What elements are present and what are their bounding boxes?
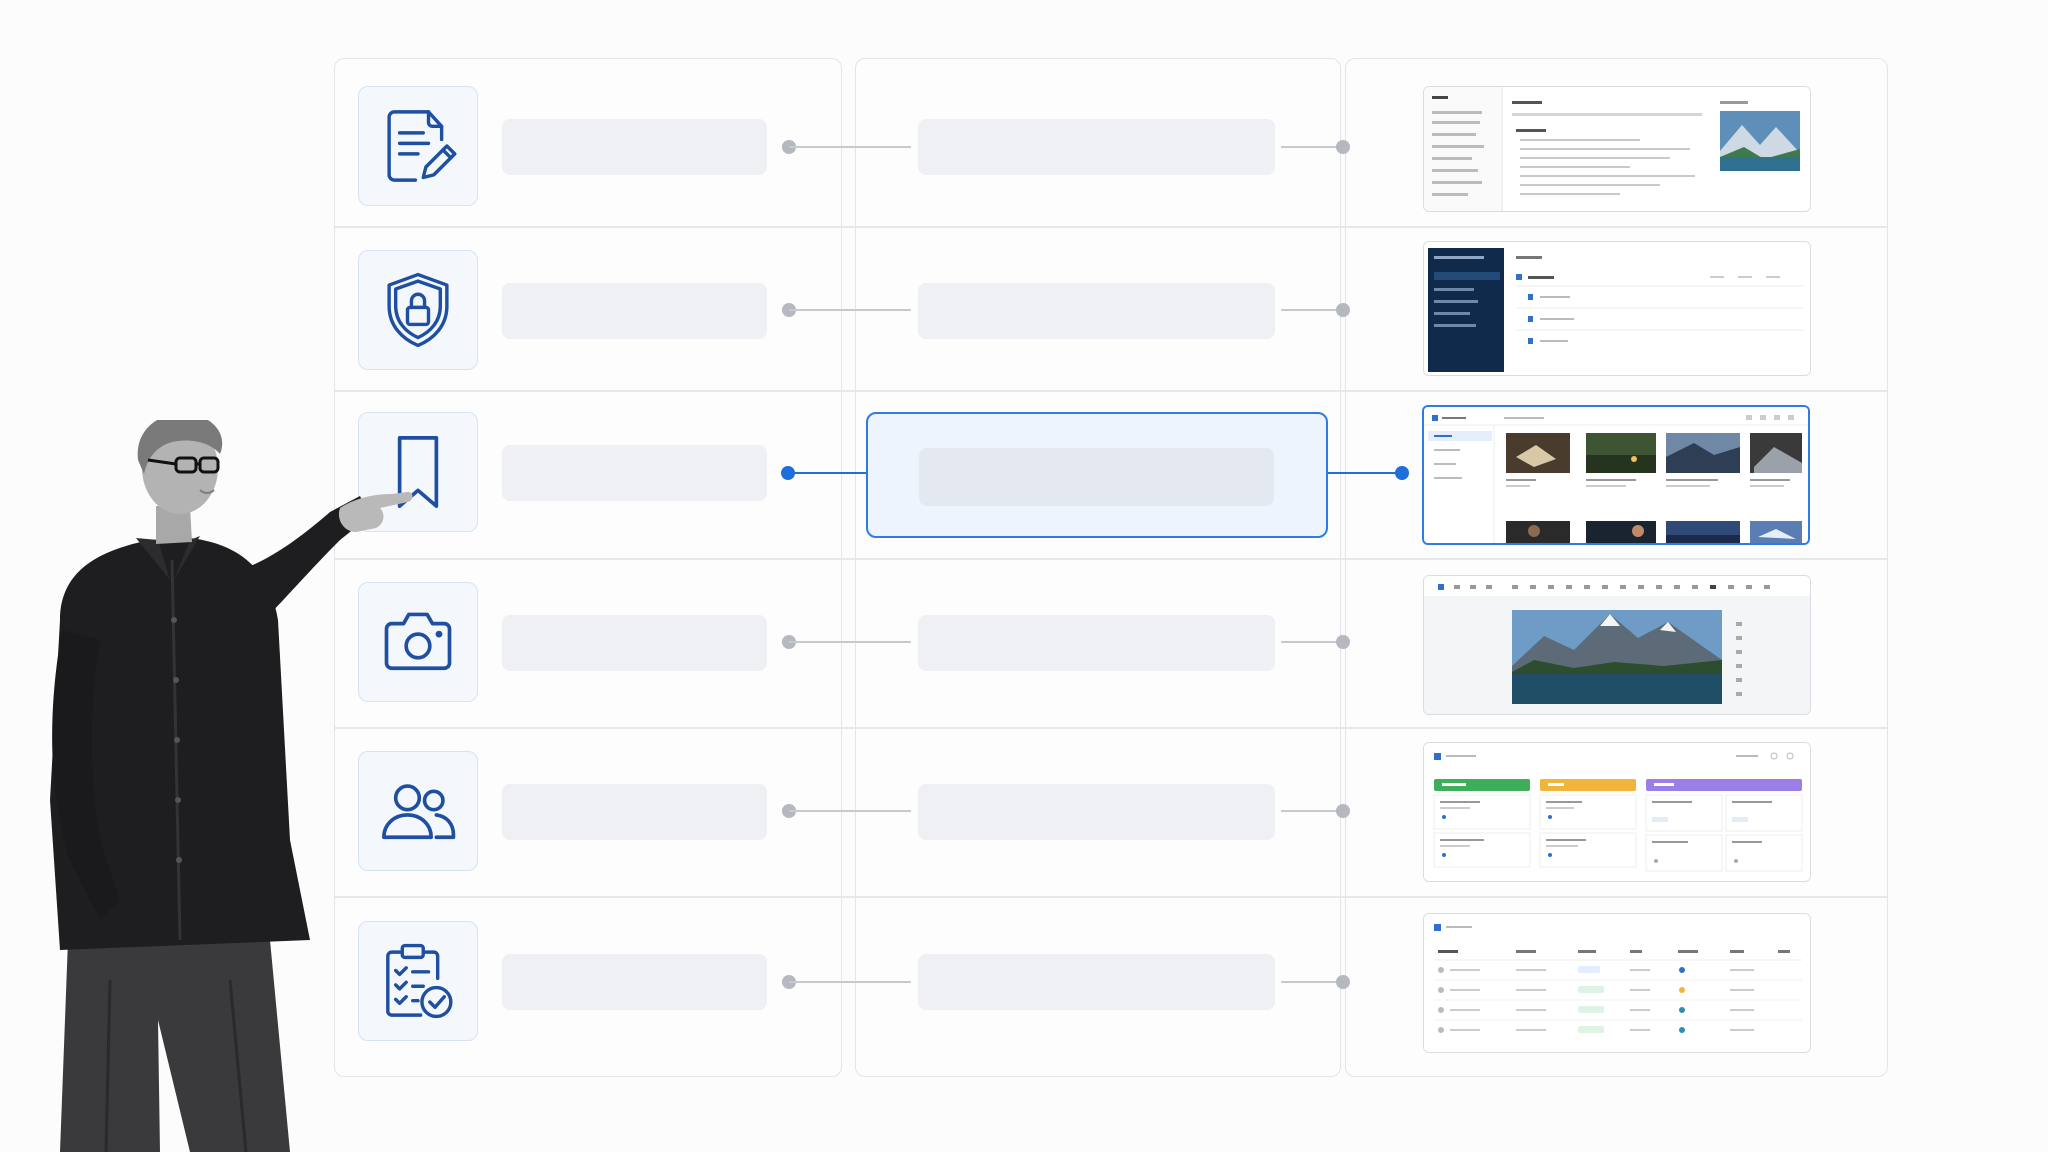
- file-manager-app-screenshot: [1424, 242, 1810, 375]
- presenter-figure: [50, 420, 413, 1152]
- step-label-placeholder: [502, 954, 767, 1010]
- connector-line: [1281, 641, 1343, 643]
- step-label-placeholder: [502, 615, 767, 671]
- edit-document-icon: [387, 110, 457, 182]
- icon-column: [334, 58, 842, 1077]
- photo-editor-app-preview[interactable]: [1423, 575, 1811, 715]
- connector-dot: [1336, 140, 1350, 154]
- kanban-board-app-screenshot: [1424, 743, 1810, 881]
- preview-column: [1345, 58, 1888, 1077]
- connector-line: [789, 810, 911, 812]
- kanban-board-app-preview[interactable]: [1423, 742, 1811, 882]
- step-column: [855, 58, 1341, 1077]
- row-divider: [335, 896, 1887, 898]
- connector-line-active: [1328, 472, 1404, 474]
- row-divider: [335, 727, 1887, 729]
- step-label-placeholder: [502, 445, 767, 501]
- step-label-placeholder: [502, 784, 767, 840]
- connector-line: [789, 641, 911, 643]
- connector-line: [789, 981, 911, 983]
- connector-line: [1281, 810, 1343, 812]
- task-table-app-preview[interactable]: [1423, 913, 1811, 1053]
- clipboard-check-icon-box[interactable]: [358, 921, 478, 1041]
- connector-line: [1281, 309, 1343, 311]
- connector-line: [1281, 146, 1343, 148]
- connector-line-active: [788, 472, 868, 474]
- step-detail-placeholder: [918, 119, 1275, 175]
- shield-lock-icon: [387, 272, 449, 348]
- file-manager-app-preview[interactable]: [1423, 241, 1811, 376]
- connector-dot: [1336, 303, 1350, 317]
- row-divider: [335, 226, 1887, 228]
- connector-line: [789, 309, 911, 311]
- connector-dot-active: [1395, 466, 1409, 480]
- connector-dot: [1336, 635, 1350, 649]
- step-label-placeholder: [502, 283, 767, 339]
- connector-dot: [1336, 804, 1350, 818]
- shield-lock-icon-box[interactable]: [358, 250, 478, 370]
- step-detail-placeholder: [918, 954, 1275, 1010]
- step-detail-placeholder: [918, 784, 1275, 840]
- task-table-app-screenshot: [1424, 914, 1810, 1052]
- users-icon: [382, 784, 456, 840]
- connector-dot: [1336, 975, 1350, 989]
- step-detail-placeholder: [918, 615, 1275, 671]
- camera-icon-box[interactable]: [358, 582, 478, 702]
- row-divider: [335, 558, 1887, 560]
- step-label-placeholder: [502, 119, 767, 175]
- editor-app-screenshot: [1424, 87, 1810, 211]
- step-detail-placeholder: [919, 448, 1274, 506]
- photo-editor-app-screenshot: [1424, 576, 1810, 714]
- edit-document-icon-box[interactable]: [358, 86, 478, 206]
- camera-icon: [384, 612, 452, 671]
- connector-line: [1281, 981, 1343, 983]
- connector-line: [789, 146, 911, 148]
- bookmark-gallery-app-preview[interactable]: [1422, 405, 1810, 545]
- users-icon-box[interactable]: [358, 751, 478, 871]
- editor-app-preview[interactable]: [1423, 86, 1811, 212]
- row-divider: [335, 390, 1887, 392]
- bookmark-gallery-app-screenshot: [1424, 407, 1808, 543]
- clipboard-check-icon: [386, 943, 453, 1019]
- step-detail-placeholder: [918, 283, 1275, 339]
